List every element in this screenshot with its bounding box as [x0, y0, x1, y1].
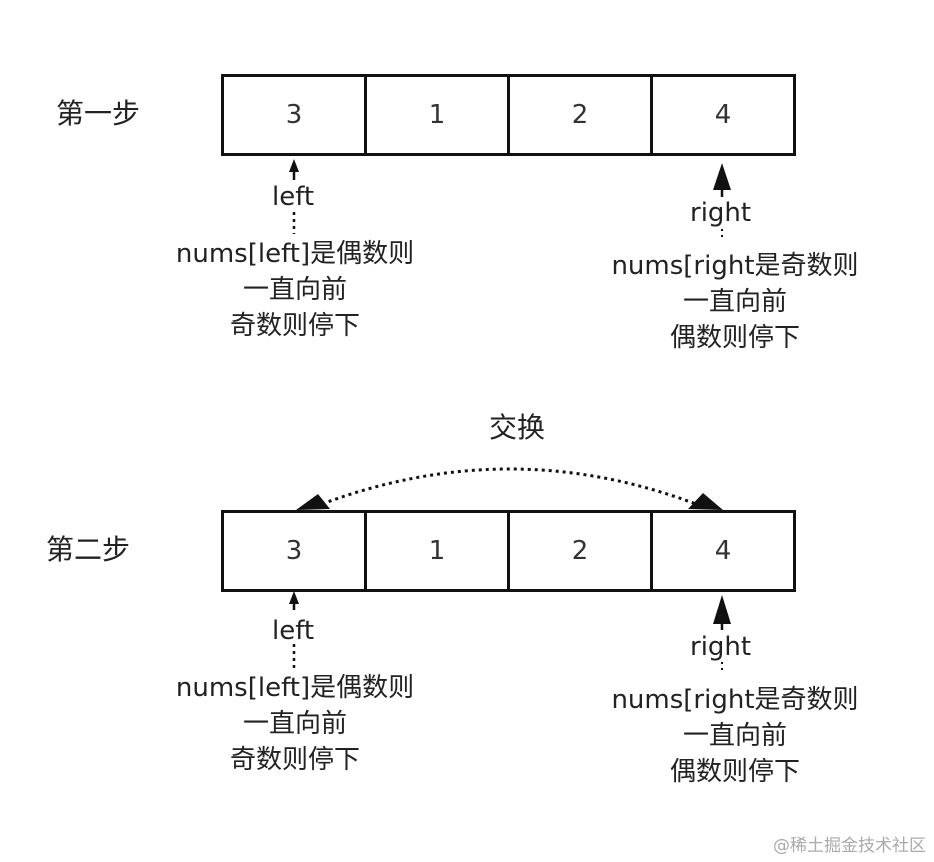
caption-line: 奇数则停下 [229, 311, 360, 341]
caption-line: nums[left]是偶数则 [175, 239, 415, 269]
caption-line: 一直向前 [242, 709, 347, 739]
caption-line: 奇数则停下 [229, 745, 360, 775]
array-cell: 2 [510, 74, 653, 156]
caption-line: nums[right是奇数则 [611, 251, 859, 281]
caption-line: 偶数则停下 [669, 757, 800, 787]
step-1: 第一步 3 1 2 4 left right nums[left]是偶数则 一直… [0, 0, 934, 400]
left-pointer-label: left [272, 616, 315, 646]
right-pointer-label: right [690, 632, 752, 662]
caption-line: 一直向前 [682, 721, 787, 751]
caption-line: nums[right是奇数则 [611, 685, 859, 715]
right-arrow-icon [713, 163, 731, 190]
array-cell: 4 [653, 510, 796, 592]
right-caption: nums[right是奇数则 一直向前 偶数则停下 [590, 682, 880, 790]
array: 3 1 2 4 [221, 510, 796, 592]
right-caption: nums[right是奇数则 一直向前 偶数则停下 [590, 248, 880, 356]
left-arrow-icon [289, 159, 299, 172]
caption-line: nums[left]是偶数则 [175, 673, 415, 703]
array-cell: 4 [653, 74, 796, 156]
array-cell: 3 [221, 74, 367, 156]
array-cell: 2 [510, 510, 653, 592]
caption-line: 偶数则停下 [669, 323, 800, 353]
step-label: 第一步 [56, 97, 141, 130]
left-caption: nums[left]是偶数则 一直向前 奇数则停下 [150, 670, 440, 778]
right-arrow-icon [713, 595, 731, 624]
caption-line: 一直向前 [682, 287, 787, 317]
array-cell: 1 [367, 74, 510, 156]
array: 3 1 2 4 [221, 74, 796, 156]
left-pointer-label: left [272, 182, 315, 212]
array-cell: 3 [221, 510, 367, 592]
swap-arc [321, 467, 697, 506]
array-cell: 1 [367, 510, 510, 592]
step-2: 第二步 交换 3 1 2 4 left right nums[left]是偶数则… [0, 413, 934, 836]
step-label: 第二步 [46, 533, 131, 566]
left-caption: nums[left]是偶数则 一直向前 奇数则停下 [150, 236, 440, 344]
swap-arrow-right-icon [688, 493, 723, 510]
swap-arrow-left-icon [296, 494, 330, 510]
right-pointer-label: right [690, 198, 752, 228]
caption-line: 一直向前 [242, 275, 347, 305]
watermark: @稀土掘金技术社区 [773, 836, 926, 856]
left-arrow-icon [289, 591, 299, 604]
swap-label: 交换 [489, 411, 546, 444]
